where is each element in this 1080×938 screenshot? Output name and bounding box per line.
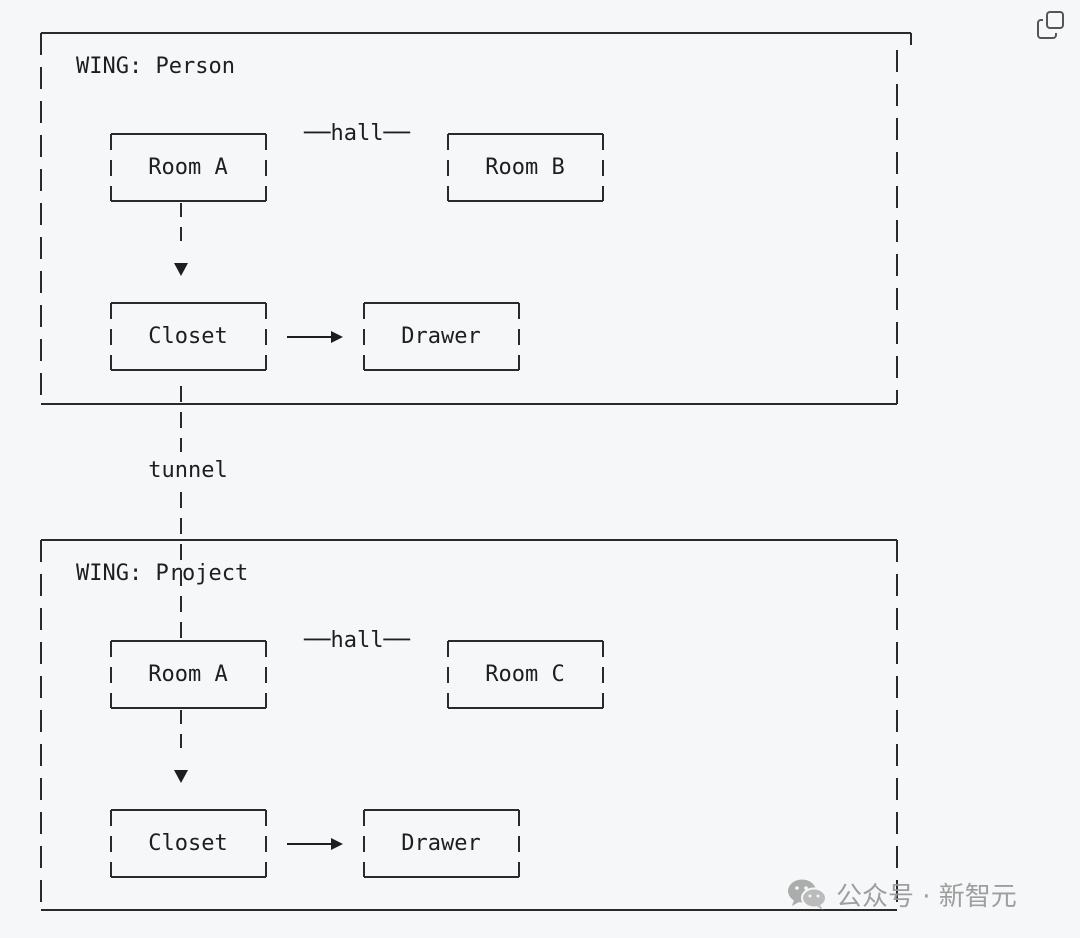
room-b-label: Room B — [485, 155, 564, 180]
hall-label: ──hall── — [303, 628, 411, 653]
wing-person — [40, 32, 912, 405]
copy-icon — [1037, 11, 1064, 39]
watermark-text: 公众号 · 新智元 — [836, 881, 1017, 912]
room-a-label: Room A — [148, 662, 227, 687]
room-box-b — [447, 133, 604, 202]
down-arrow-icon — [174, 263, 188, 276]
wechat-icon — [788, 879, 827, 910]
wing-title: WING: Project — [76, 561, 248, 586]
drawer-label: Drawer — [401, 831, 480, 856]
wing-title: WING: Person — [76, 54, 235, 79]
drawer-box — [363, 809, 520, 878]
wing-project — [40, 539, 898, 911]
down-arrow-icon — [174, 770, 188, 783]
tunnel-label: tunnel — [148, 458, 227, 483]
hall-label: ──hall── — [303, 121, 411, 146]
closet-box — [110, 809, 267, 878]
room-box-a — [110, 133, 267, 202]
room-c-label: Room C — [485, 662, 564, 687]
room-box-a — [110, 640, 267, 709]
copy-button[interactable] — [1034, 8, 1068, 42]
room-box-c — [447, 640, 604, 709]
closet-box — [110, 302, 267, 371]
watermark: 公众号 · 新智元 — [786, 872, 1017, 916]
drawer-box — [363, 302, 520, 371]
closet-label: Closet — [148, 831, 227, 856]
drawer-label: Drawer — [401, 324, 480, 349]
room-a-label: Room A — [148, 155, 227, 180]
closet-label: Closet — [148, 324, 227, 349]
